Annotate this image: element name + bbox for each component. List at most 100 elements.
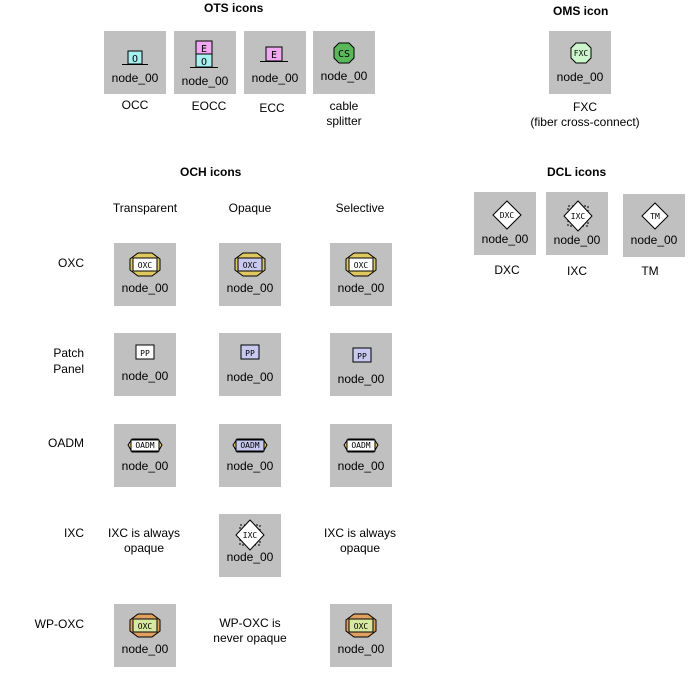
oxc-opaque-tile[interactable]: OXC node_00 <box>219 243 281 306</box>
dxc-tile[interactable]: DXC node_00 <box>474 192 536 255</box>
cable-splitter-caption: cable splitter <box>326 99 362 128</box>
oadm-transparent-node-label: node_00 <box>121 459 169 473</box>
oadm-selective-icon: OADM <box>343 438 379 453</box>
occ-icon: O <box>122 50 148 65</box>
occ-node-label: node_00 <box>111 71 159 85</box>
pp-transparent-tile[interactable]: PP node_00 <box>114 333 176 396</box>
fxc-icon: FXC <box>570 42 592 64</box>
svg-text:O: O <box>201 57 207 68</box>
oadm-selective-node-label: node_00 <box>337 459 385 473</box>
oxc-transparent-node-label: node_00 <box>121 281 169 295</box>
svg-text:TM: TM <box>650 212 660 221</box>
cable-splitter-icon: CS <box>333 42 355 64</box>
oadm-transparent-tile[interactable]: OADM node_00 <box>114 424 176 487</box>
ots-heading: OTS icons <box>204 1 264 15</box>
oms-heading: OMS icon <box>553 4 609 18</box>
ixc-selective-note: IXC is always opaque <box>323 526 397 555</box>
pp-selective-tile[interactable]: PP node_00 <box>330 333 392 396</box>
svg-text:OADM: OADM <box>240 441 259 450</box>
svg-text:PP: PP <box>140 349 150 358</box>
oxc-transparent-tile[interactable]: OXC node_00 <box>114 243 176 306</box>
svg-text:DXC: DXC <box>500 211 515 220</box>
wpoxc-selective-node-label: node_00 <box>337 642 385 656</box>
col-opaque: Opaque <box>228 201 272 215</box>
eocc-caption: EOCC <box>191 99 227 113</box>
col-selective: Selective <box>335 201 385 215</box>
oadm-selective-tile[interactable]: OADM node_00 <box>330 424 392 487</box>
eocc-node-label: node_00 <box>181 74 229 88</box>
oxc-selective-tile[interactable]: OXC node_00 <box>330 243 392 306</box>
svg-text:OADM: OADM <box>135 441 154 450</box>
dxc-caption: DXC <box>494 263 520 277</box>
svg-text:OXC: OXC <box>354 622 369 631</box>
row-wp-oxc: WP-OXC <box>34 617 84 631</box>
fxc-tile[interactable]: FXC node_00 <box>549 31 611 94</box>
svg-text:OXC: OXC <box>138 261 153 270</box>
och-ixc-opaque-node-label: node_00 <box>226 550 274 564</box>
ecc-node-label: node_00 <box>251 71 299 85</box>
oadm-opaque-node-label: node_00 <box>226 459 274 473</box>
pp-transparent-icon: PP <box>135 344 155 360</box>
tm-tile[interactable]: TM node_00 <box>623 194 685 257</box>
ecc-caption: ECC <box>259 101 285 115</box>
wpoxc-selective-icon: OXC <box>345 613 377 638</box>
wpoxc-transparent-node-label: node_00 <box>121 642 169 656</box>
cable-splitter-node-label: node_00 <box>320 69 368 83</box>
eocc-icon: E O <box>190 40 218 68</box>
svg-text:OXC: OXC <box>138 622 153 631</box>
dcl-ixc-icon: IXC <box>563 200 593 232</box>
row-ixc: IXC <box>63 526 84 540</box>
eocc-tile[interactable]: E O node_00 <box>174 31 236 94</box>
svg-text:O: O <box>132 54 138 65</box>
dxc-icon: DXC <box>492 200 522 230</box>
ecc-tile[interactable]: E node_00 <box>244 31 306 94</box>
ecc-icon: E <box>260 46 288 62</box>
occ-tile[interactable]: O node_00 <box>104 31 166 94</box>
svg-text:OADM: OADM <box>351 441 370 450</box>
pp-opaque-node-label: node_00 <box>226 370 274 384</box>
dcl-ixc-tile[interactable]: IXC node_00 <box>546 192 608 255</box>
svg-text:FXC: FXC <box>574 49 589 58</box>
oadm-opaque-icon: OADM <box>232 438 268 453</box>
svg-text:IXC: IXC <box>571 212 586 221</box>
wpoxc-transparent-icon: OXC <box>129 613 161 638</box>
svg-text:E: E <box>201 44 207 55</box>
wpoxc-selective-tile[interactable]: OXC node_00 <box>330 604 392 667</box>
oxc-selective-icon: OXC <box>345 252 377 277</box>
pp-opaque-icon: PP <box>240 344 260 360</box>
svg-text:CS: CS <box>338 49 350 60</box>
dxc-node-label: node_00 <box>481 232 529 246</box>
fxc-node-label: node_00 <box>556 70 604 84</box>
dcl-ixc-caption: IXC <box>566 264 587 278</box>
row-oxc: OXC <box>57 256 84 270</box>
svg-text:E: E <box>271 50 277 61</box>
oxc-transparent-icon: OXC <box>129 252 161 277</box>
cable-splitter-tile[interactable]: CS node_00 <box>313 31 375 94</box>
row-oadm: OADM <box>48 436 84 450</box>
dcl-ixc-node-label: node_00 <box>553 233 601 247</box>
svg-text:OXC: OXC <box>243 261 258 270</box>
fxc-caption: FXC (fiber cross-connect) <box>530 100 640 129</box>
oadm-transparent-icon: OADM <box>127 438 163 453</box>
wpoxc-transparent-tile[interactable]: OXC node_00 <box>114 604 176 667</box>
oadm-opaque-tile[interactable]: OADM node_00 <box>219 424 281 487</box>
oxc-opaque-icon: OXC <box>234 252 266 277</box>
pp-opaque-tile[interactable]: PP node_00 <box>219 333 281 396</box>
svg-text:PP: PP <box>245 349 255 358</box>
svg-text:PP: PP <box>357 352 367 361</box>
dcl-heading: DCL icons <box>547 165 607 179</box>
oxc-selective-node-label: node_00 <box>337 281 385 295</box>
svg-text:OXC: OXC <box>354 261 369 270</box>
tm-node-label: node_00 <box>630 233 678 247</box>
wpoxc-opaque-note: WP-OXC is never opaque <box>213 616 287 645</box>
occ-caption: OCC <box>121 98 149 112</box>
pp-selective-icon: PP <box>352 347 372 363</box>
row-patch-panel: Patch Panel <box>53 346 84 376</box>
pp-selective-node-label: node_00 <box>337 372 385 386</box>
oxc-opaque-node-label: node_00 <box>226 281 274 295</box>
ixc-transparent-note: IXC is always opaque <box>107 526 181 555</box>
och-heading: OCH icons <box>180 165 242 179</box>
och-ixc-opaque-icon: IXC <box>235 519 265 551</box>
och-ixc-opaque-tile[interactable]: IXC node_00 <box>219 514 281 577</box>
tm-caption: TM <box>641 264 659 278</box>
